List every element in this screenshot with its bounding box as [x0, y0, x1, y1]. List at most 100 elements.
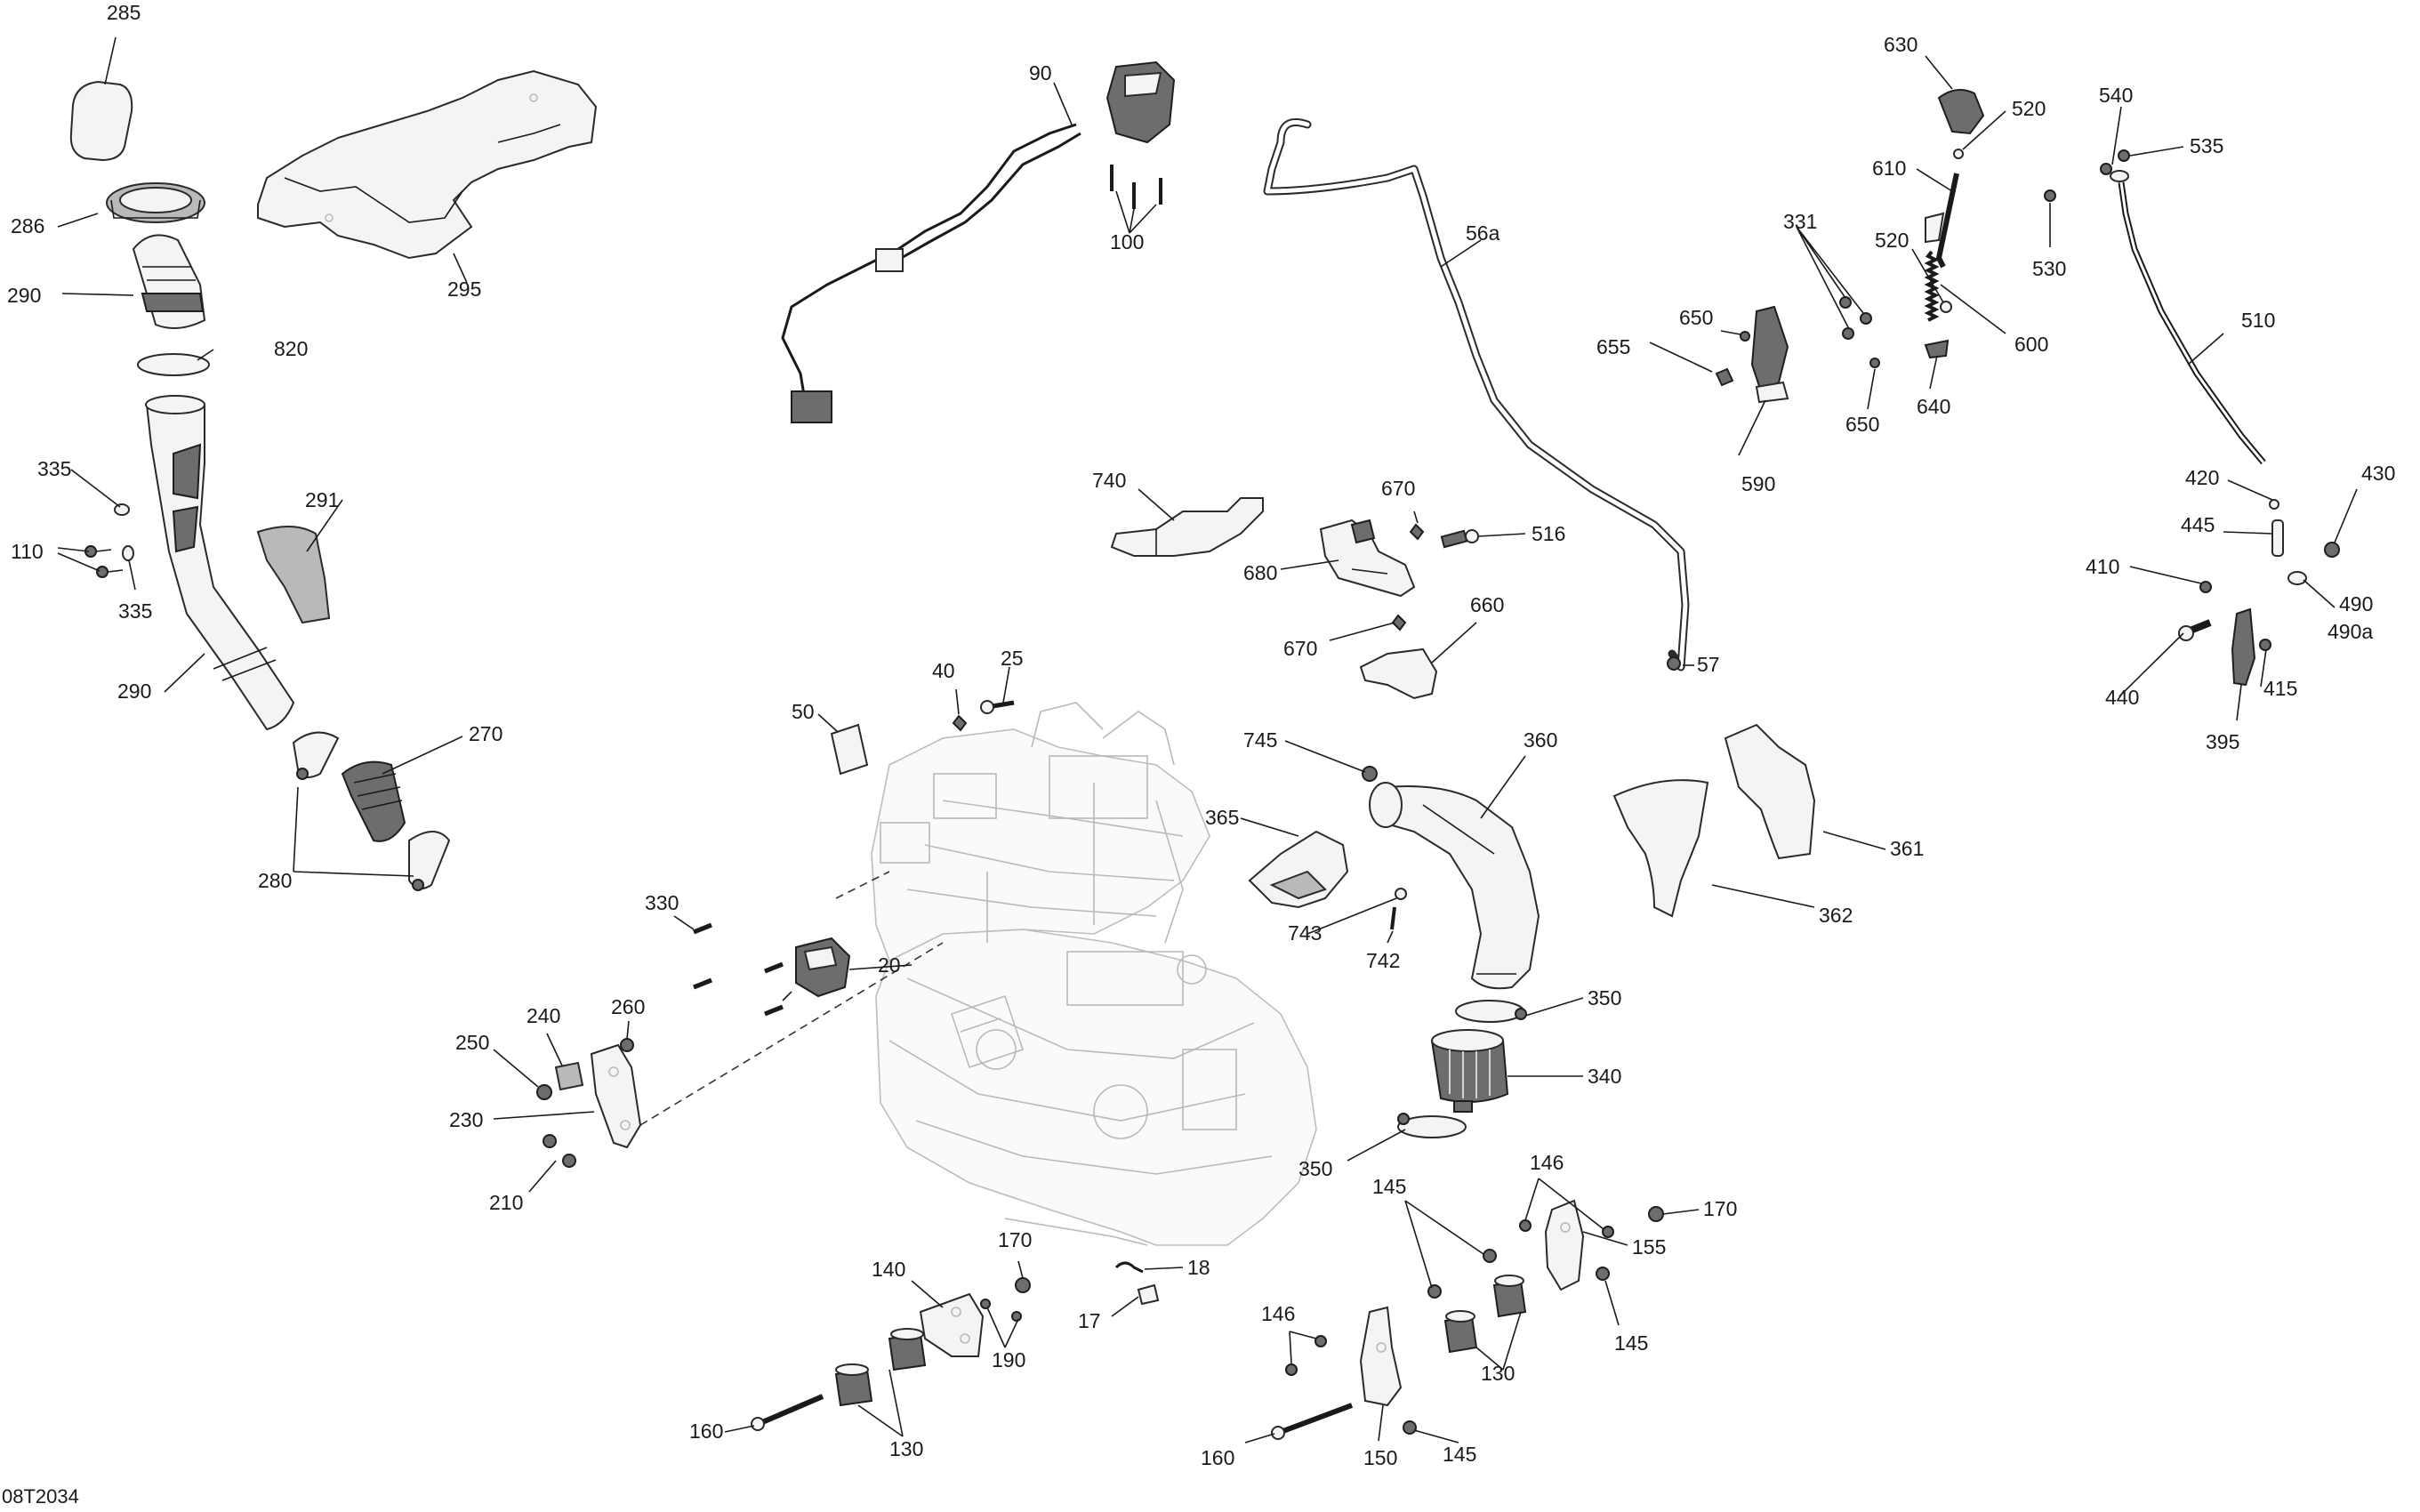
callout-410: 410 — [2086, 555, 2119, 578]
bolt-516 — [1440, 529, 1479, 549]
lever-395 — [2231, 607, 2256, 687]
nut-170-a — [1015, 1277, 1031, 1293]
washer-335-b — [122, 545, 134, 561]
bolt-410 — [2199, 581, 2212, 593]
engine-block — [871, 702, 1317, 1246]
callout-660: 660 — [1470, 593, 1504, 616]
nut-145-d — [1596, 1267, 1610, 1281]
callout-430: 430 — [2361, 462, 2395, 485]
bolt-331-c — [1842, 327, 1854, 340]
bolt-650-a — [1740, 331, 1750, 342]
callout-530: 530 — [2032, 257, 2066, 280]
callout-510: 510 — [2241, 309, 2275, 332]
bolt-330-d — [764, 1004, 784, 1017]
callout-labels: 285 286 290 820 335 110 335 291 290 270 … — [7, 1, 2395, 1469]
bolt-742 — [1390, 906, 1396, 930]
nut-250 — [536, 1084, 552, 1100]
callout-270: 270 — [469, 722, 502, 745]
callout-290-b: 290 — [117, 680, 151, 703]
pin-17 — [1137, 1283, 1160, 1306]
callout-520-b: 520 — [1875, 229, 1909, 252]
plate-50 — [830, 723, 869, 776]
mount-bracket-150 — [1359, 1306, 1403, 1407]
callout-56a: 56a — [1466, 221, 1500, 245]
bolt-110-b — [96, 566, 124, 578]
bolt-160-a — [751, 1394, 824, 1431]
callout-670-b: 670 — [1283, 637, 1317, 660]
bracket-680 — [1319, 519, 1416, 598]
bolt-331-b — [1860, 312, 1872, 325]
bolt-330-c — [764, 961, 784, 974]
callout-90: 90 — [1029, 61, 1052, 84]
mounting-guide-lines — [639, 871, 944, 1126]
bolt-146-a — [1285, 1363, 1298, 1376]
callout-145: 145 — [1372, 1175, 1406, 1198]
callout-630: 630 — [1884, 33, 1918, 56]
callout-820: 820 — [274, 337, 308, 360]
callout-170-b: 170 — [1703, 1197, 1737, 1220]
spacer-240 — [554, 1061, 584, 1091]
callout-286: 286 — [11, 214, 44, 237]
bolt-146-b — [1315, 1335, 1327, 1347]
callout-145-b: 145 — [1614, 1331, 1648, 1355]
spacer-440 — [2178, 619, 2212, 641]
callout-260: 260 — [611, 995, 645, 1018]
nut-530 — [2044, 189, 2056, 202]
nut-145-b — [1483, 1249, 1497, 1263]
callout-291: 291 — [305, 488, 339, 511]
callout-250: 250 — [455, 1031, 489, 1054]
rod-510 — [2110, 170, 2266, 465]
callout-740: 740 — [1092, 469, 1126, 492]
heat-shield-295 — [257, 69, 598, 260]
callout-155: 155 — [1632, 1235, 1666, 1259]
callout-130-b: 130 — [1481, 1362, 1515, 1385]
mount-130-b — [834, 1363, 873, 1407]
harness-90 — [781, 60, 1176, 423]
hose-56a — [1263, 118, 1690, 672]
bolt-40 — [952, 714, 968, 732]
knob-630 — [1937, 89, 1985, 135]
callout-285: 285 — [107, 1, 141, 24]
callout-160-b: 160 — [1201, 1446, 1234, 1469]
nut-145-a — [1403, 1420, 1417, 1435]
callout-362: 362 — [1819, 904, 1853, 927]
bolt-210-a — [543, 1134, 557, 1148]
bolt-535 — [2118, 149, 2130, 162]
nut-655 — [1715, 367, 1734, 387]
intake-cap-285 — [69, 80, 133, 162]
bolt-190-b — [1011, 1311, 1022, 1322]
callout-535: 535 — [2190, 134, 2223, 157]
callout-516: 516 — [1532, 522, 1565, 545]
nut-145-c — [1427, 1284, 1442, 1299]
callout-335-b: 335 — [118, 599, 152, 623]
callout-146: 146 — [1261, 1302, 1295, 1325]
nut-170-b — [1648, 1206, 1664, 1222]
clamp-350-a — [1455, 1000, 1527, 1023]
rod-end-490 — [2287, 571, 2307, 585]
callout-190: 190 — [992, 1348, 1025, 1371]
callout-650-b: 650 — [1845, 413, 1879, 436]
callout-145-c: 145 — [1443, 1443, 1476, 1466]
clip-520-b — [1940, 301, 1952, 313]
callout-650: 650 — [1679, 306, 1713, 329]
bolt-331-a — [1839, 296, 1852, 309]
callout-590: 590 — [1741, 472, 1775, 495]
callout-490a: 490a — [2328, 620, 2373, 643]
bolt-670-b — [1391, 614, 1407, 631]
callout-140: 140 — [872, 1258, 905, 1281]
callout-445: 445 — [2181, 513, 2215, 536]
callout-210: 210 — [489, 1191, 523, 1214]
callout-331: 331 — [1783, 210, 1817, 233]
callout-440: 440 — [2105, 686, 2139, 709]
bolt-25 — [980, 700, 1015, 714]
washer-335-a — [114, 503, 130, 516]
leader-lines — [57, 36, 2358, 1444]
callout-100: 100 — [1110, 230, 1144, 253]
nut-420 — [2269, 499, 2279, 510]
bolt-330-a — [693, 922, 712, 935]
callout-361: 361 — [1890, 837, 1924, 860]
mount-bracket-155 — [1544, 1199, 1585, 1291]
callout-680: 680 — [1243, 561, 1277, 584]
callout-18: 18 — [1187, 1256, 1210, 1279]
